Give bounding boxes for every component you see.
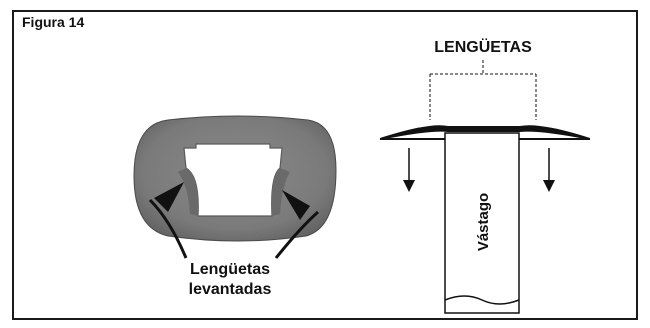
down-arrows bbox=[403, 148, 555, 192]
clip-tab-right bbox=[271, 168, 290, 216]
arrow-right-tab-head bbox=[282, 190, 310, 220]
clip-cross-section bbox=[380, 125, 590, 140]
tabs-heading: LENGÜETAS bbox=[434, 37, 532, 56]
raised-tabs-label-line2: levantadas bbox=[189, 281, 272, 298]
stem bbox=[444, 132, 520, 314]
arrow-left-tab bbox=[148, 198, 188, 259]
figure-title: Figura 14 bbox=[22, 14, 85, 30]
arrow-right-tab bbox=[274, 210, 319, 259]
raised-tabs-arrows bbox=[148, 182, 319, 259]
clip-photo bbox=[133, 115, 337, 242]
down-arrow-right-head bbox=[543, 180, 555, 192]
clip-window-inner bbox=[201, 152, 265, 212]
tabs-bracket bbox=[429, 60, 537, 120]
down-arrow-left-head bbox=[403, 180, 415, 192]
arrow-left-tab-head bbox=[154, 182, 184, 212]
stem-label: Vástago bbox=[475, 193, 492, 251]
clip-tab-left bbox=[178, 168, 199, 216]
stem-bottom-wave bbox=[444, 295, 520, 305]
raised-tabs-label-line1: Lengüetas bbox=[190, 261, 270, 278]
